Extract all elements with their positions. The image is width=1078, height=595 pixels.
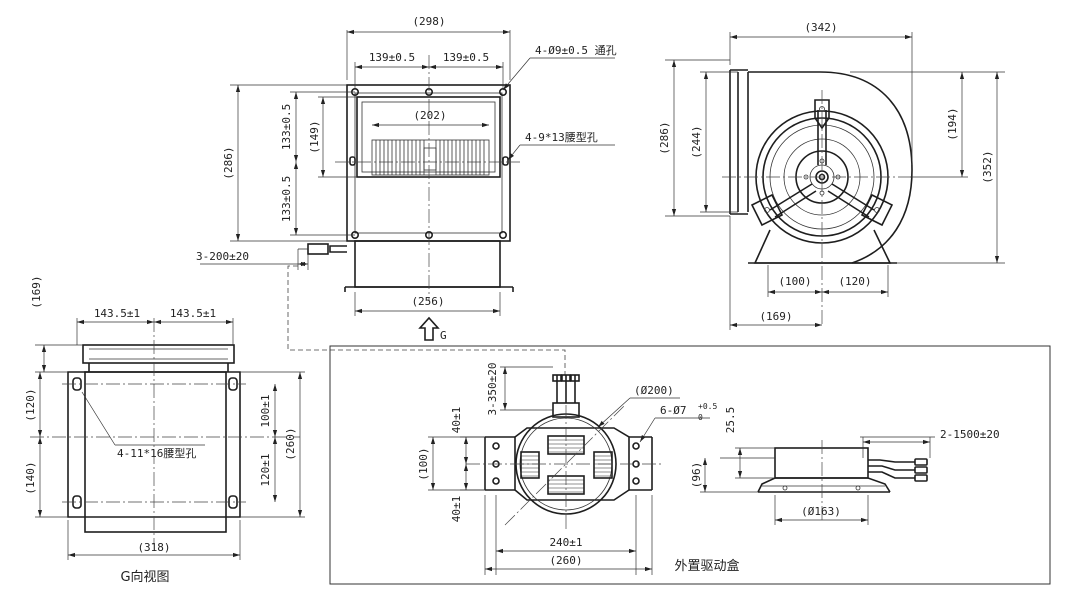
side-height-left: (286) [658,121,671,154]
driver-width: (260) [549,554,582,567]
front-slot-holes: 4-9*13腰型孔 [525,130,598,144]
side-view: (342) (286) (244) (194) (352) (100) (120… [658,21,1005,330]
front-view-arrow-label: G [440,329,447,342]
front-overall-width: (298) [412,15,445,28]
driver-side-diameter: (Ø163) [801,505,841,518]
driver-box-top-view: 3-350±20 (Ø200) 6-Ø7 +0.5 0 40±1 40±1 (1… [417,363,717,575]
front-overall-height: (286) [222,146,235,179]
driver-box-panel [329,345,1051,585]
front-outlet [356,96,501,178]
g-overall-height: (260) [284,427,297,460]
front-base-width: (256) [411,295,444,308]
g-hole-top: 100±1 [259,394,272,427]
g-top-offset: (169) [30,275,43,308]
side-base [753,229,892,264]
side-offset: (169) [759,310,792,323]
driver-diameter: (Ø200) [634,384,674,397]
driver-box-side-view: 25.5 (96) 2-1500±20 (Ø163) [690,407,1000,525]
driver-side-height: 25.5 [724,407,737,434]
front-half-width-right: 139±0.5 [443,51,489,64]
front-half-width-left: 139±0.5 [369,51,415,64]
driver-hole-tol-upper: +0.5 [698,402,717,411]
driver-holes: 6-Ø7 [660,404,687,417]
driver-cable-top: 3-350±20 [486,363,499,416]
front-half-height-bottom: 133±0.5 [280,176,293,222]
front-view: (298) 139±0.5 139±0.5 4-Ø9±0.5 通孔 4-9*13… [196,15,617,342]
side-base-right: (120) [838,275,871,288]
driver-width-tol: 240±1 [549,536,582,549]
side-overall-width: (342) [804,21,837,34]
driver-side-cable: 2-1500±20 [940,428,1000,441]
g-half-width-left: 143.5±1 [94,307,140,320]
side-height-top: (194) [946,107,959,140]
g-slot-holes: 4-11*16腰型孔 [117,446,196,460]
heat-sink [520,435,613,495]
driver-side-total: (96) [690,462,703,489]
front-base [354,240,501,288]
side-height-inner: (244) [690,125,703,158]
g-caption: G向视图 [120,569,169,585]
front-cable: 3-200±20 [196,250,249,263]
driver-spacing-bottom: 40±1 [450,496,463,523]
front-outlet-width: (202) [413,109,446,122]
g-height-top: (120) [24,388,37,421]
g-top-flange [82,344,235,364]
driver-box-caption: 外置驱动盒 [674,558,739,574]
driver-box-side-body [774,447,869,479]
g-view: (169) 143.5±1 143.5±1 (120) (140) 100±1 … [24,275,305,585]
driver-hole-tol-lower: 0 [698,413,703,422]
driver-spacing-top: 40±1 [450,407,463,434]
side-overall-height: (352) [981,150,994,183]
side-base-left: (100) [778,275,811,288]
g-height-bottom: (140) [24,461,37,494]
g-hole-bottom: 120±1 [259,453,272,486]
driver-height: (100) [417,447,430,480]
view-arrow-icon [418,316,440,341]
front-half-height-top: 133±0.5 [280,104,293,150]
fan-wheel [371,139,490,176]
front-outlet-height: (149) [308,120,321,153]
g-overall-width: (318) [137,541,170,554]
front-through-holes: 4-Ø9±0.5 通孔 [535,44,617,57]
g-half-width-right: 143.5±1 [170,307,216,320]
